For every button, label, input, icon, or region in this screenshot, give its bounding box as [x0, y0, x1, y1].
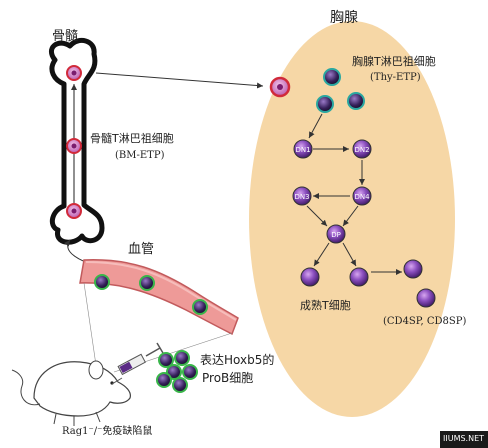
thy-etp-label-line2: (Thy-ETP) [370, 72, 421, 83]
watermark-bar [440, 431, 488, 448]
guide-line-left [83, 282, 98, 373]
vessel-cell-3 [192, 299, 208, 315]
dn3-label: DN3 [294, 193, 309, 201]
blood-vessel-label: 血管 [128, 242, 155, 257]
dn4-to-dp-arrow [342, 205, 359, 227]
thymus-etp-cell-3 [347, 92, 365, 110]
bone-progenitor-cell-bottom [66, 203, 82, 219]
sp-cell-1 [403, 259, 423, 279]
dn1-cell: DN1 [293, 139, 313, 159]
bone-progenitor-cell-mid [66, 138, 82, 154]
bone-marrow-label: 骨髓 [52, 29, 79, 44]
dn4-label: DN4 [354, 193, 370, 201]
thymus-entry-progenitor-cell [269, 76, 291, 98]
rag1-mouse [11, 360, 131, 426]
hoxb5-label-line2: ProB细胞 [202, 371, 254, 385]
dn3-cell: DN3 [292, 186, 312, 206]
vessel-cell-2 [139, 275, 155, 291]
dn4-cell: DN4 [352, 186, 372, 206]
prob-cell-cluster [156, 350, 198, 393]
bone-progenitor-cell-top [66, 65, 82, 81]
dn2-label: DN2 [354, 146, 369, 154]
sp-cells-label: (CD4SP, CD8SP) [383, 316, 467, 327]
thymus-etp-cell-1 [323, 68, 341, 86]
etp-to-dn1-arrow [308, 113, 323, 139]
bm-etp-label-line1: 骨髓T淋巴祖细胞 [90, 132, 174, 145]
dp-to-mature-left-arrow [313, 242, 330, 267]
dp-cell: DP [326, 224, 346, 244]
bm-etp-label-line2: (BM-ETP) [115, 150, 165, 161]
thymus-organ [249, 21, 455, 417]
sp-cell-2 [416, 288, 436, 308]
dn2-cell: DN2 [352, 139, 372, 159]
hoxb5-label-line1: 表达Hoxb5的 [200, 353, 275, 367]
dn3-to-dp-arrow [306, 205, 328, 227]
blood-vessel [79, 259, 239, 336]
bone-to-thymus-arrow [95, 72, 264, 89]
thy-etp-label-line1: 胸腺T淋巴祖细胞 [352, 55, 436, 68]
mature-t-cell-label: 成熟T细胞 [300, 299, 351, 312]
vessel-cell-1 [94, 274, 110, 290]
thymus-etp-cell-2 [316, 95, 334, 113]
thymus-label: 胸腺 [330, 10, 358, 26]
dp-label: DP [331, 231, 341, 239]
mature-t-cell-left [300, 267, 320, 287]
watermark-text: IIUMS.NET [443, 434, 485, 443]
mature-t-cell-right [349, 267, 369, 287]
dp-to-mature-right-arrow [342, 242, 357, 267]
dn1-label: DN1 [295, 146, 310, 154]
syringe [111, 342, 164, 385]
rag1-mouse-label: Rag1⁻/⁻免疫缺陷鼠 [62, 426, 153, 437]
